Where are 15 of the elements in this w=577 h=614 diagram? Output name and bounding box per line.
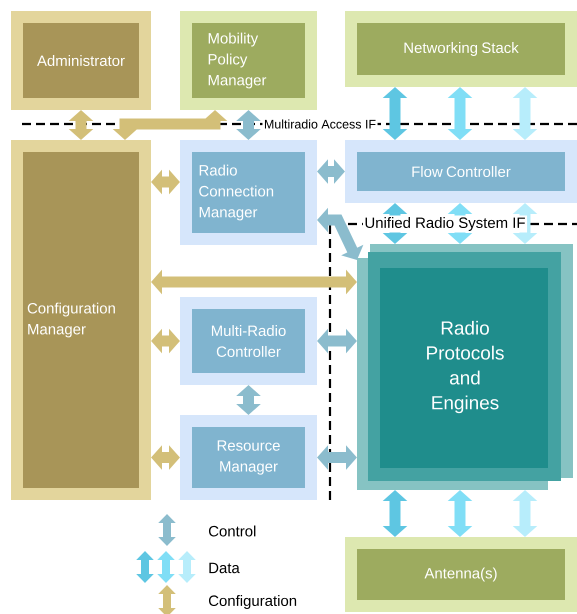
interface-label: Multiradio Access IF (262, 118, 378, 130)
component-box: Flow Controller (345, 140, 577, 203)
component-box: Radio Connection Manager (180, 140, 317, 245)
legend-label: Data (209, 562, 240, 574)
component-box: Antenna(s) (345, 537, 577, 612)
component-box: Networking Stack (345, 11, 577, 87)
component-box: Multi-Radio Controller (180, 297, 317, 385)
legend-label: Configuration (208, 595, 296, 609)
interface-label: Unified Radio System IF (362, 216, 528, 232)
component-box: Administrator (11, 11, 151, 110)
component-box: Mobility Policy Manager (180, 11, 317, 110)
legend-label: Control (208, 526, 256, 536)
component-box: Resource Manager (180, 415, 317, 500)
component-box: Configuration Manager (11, 140, 151, 500)
stacked-squares-box: Radio Protocols and Engines (357, 244, 573, 490)
